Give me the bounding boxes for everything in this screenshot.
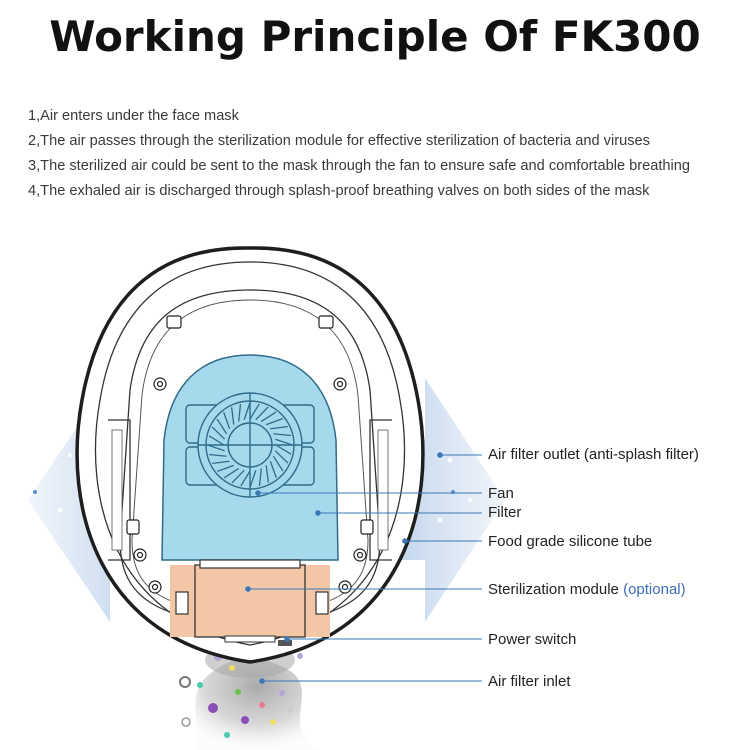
- label-power-switch: Power switch: [488, 631, 577, 648]
- label-filter: Filter: [488, 504, 522, 521]
- fan-blade: [273, 433, 291, 437]
- fan-blade: [274, 450, 289, 464]
- step-1: 1,Air enters under the face mask: [28, 108, 239, 124]
- label-fan: Fan: [488, 485, 514, 502]
- fan-blade: [269, 460, 277, 478]
- exhaust-arrow-right: [395, 378, 505, 622]
- leader-lines: [245, 452, 482, 684]
- page-title: Working Principle Of FK300: [49, 12, 701, 61]
- fan-blade: [223, 412, 231, 430]
- label-silicone-tube: Food grade silicone tube: [488, 533, 653, 550]
- fan-blade: [272, 455, 284, 472]
- fan-blade: [265, 465, 270, 483]
- fan-blade: [238, 404, 242, 422]
- fan-blade: [217, 464, 235, 472]
- fan-blade: [211, 426, 226, 440]
- fan: [185, 392, 315, 498]
- step-4: 4,The exhaled air is discharged through …: [28, 183, 650, 199]
- fan-blade: [265, 418, 283, 426]
- sterilization-module-text: Sterilization module: [488, 581, 619, 598]
- fan-blade: [243, 402, 251, 420]
- fan-blade: [249, 470, 257, 488]
- mask-diagram: Air filter outlet (anti-splash filter) F…: [0, 225, 750, 750]
- fan-blade: [231, 469, 245, 484]
- fan-blade: [207, 444, 225, 452]
- label-air-filter-inlet: Air filter inlet: [488, 673, 571, 690]
- fan-blade: [209, 453, 227, 457]
- label-sterilization-module: Sterilization module (optional): [488, 581, 686, 599]
- fan-blade: [208, 435, 225, 446]
- fan-blade: [230, 407, 235, 425]
- mask-illustration: [28, 246, 505, 750]
- fan-blade: [223, 467, 240, 479]
- step-3: 3,The sterilized air could be sent to th…: [28, 158, 690, 174]
- label-air-filter-outlet: Air filter outlet (anti-splash filter): [488, 446, 699, 463]
- step-2: 2,The air passes through the sterilizati…: [28, 133, 650, 149]
- fan-blade: [240, 470, 251, 487]
- fan-blade: [212, 460, 230, 465]
- fan-blade: [275, 438, 293, 446]
- fan-blade: [260, 411, 277, 423]
- fan-blade: [275, 444, 292, 455]
- power-switch: [278, 640, 292, 646]
- fan-blade: [255, 406, 269, 421]
- fan-blade: [270, 425, 288, 430]
- optional-tag: (optional): [623, 581, 686, 598]
- steps-list: 1,Air enters under the face mask 2,The a…: [28, 106, 743, 206]
- fan-blade: [216, 418, 228, 435]
- fan-blade: [249, 403, 260, 420]
- fan-blade: [258, 468, 262, 486]
